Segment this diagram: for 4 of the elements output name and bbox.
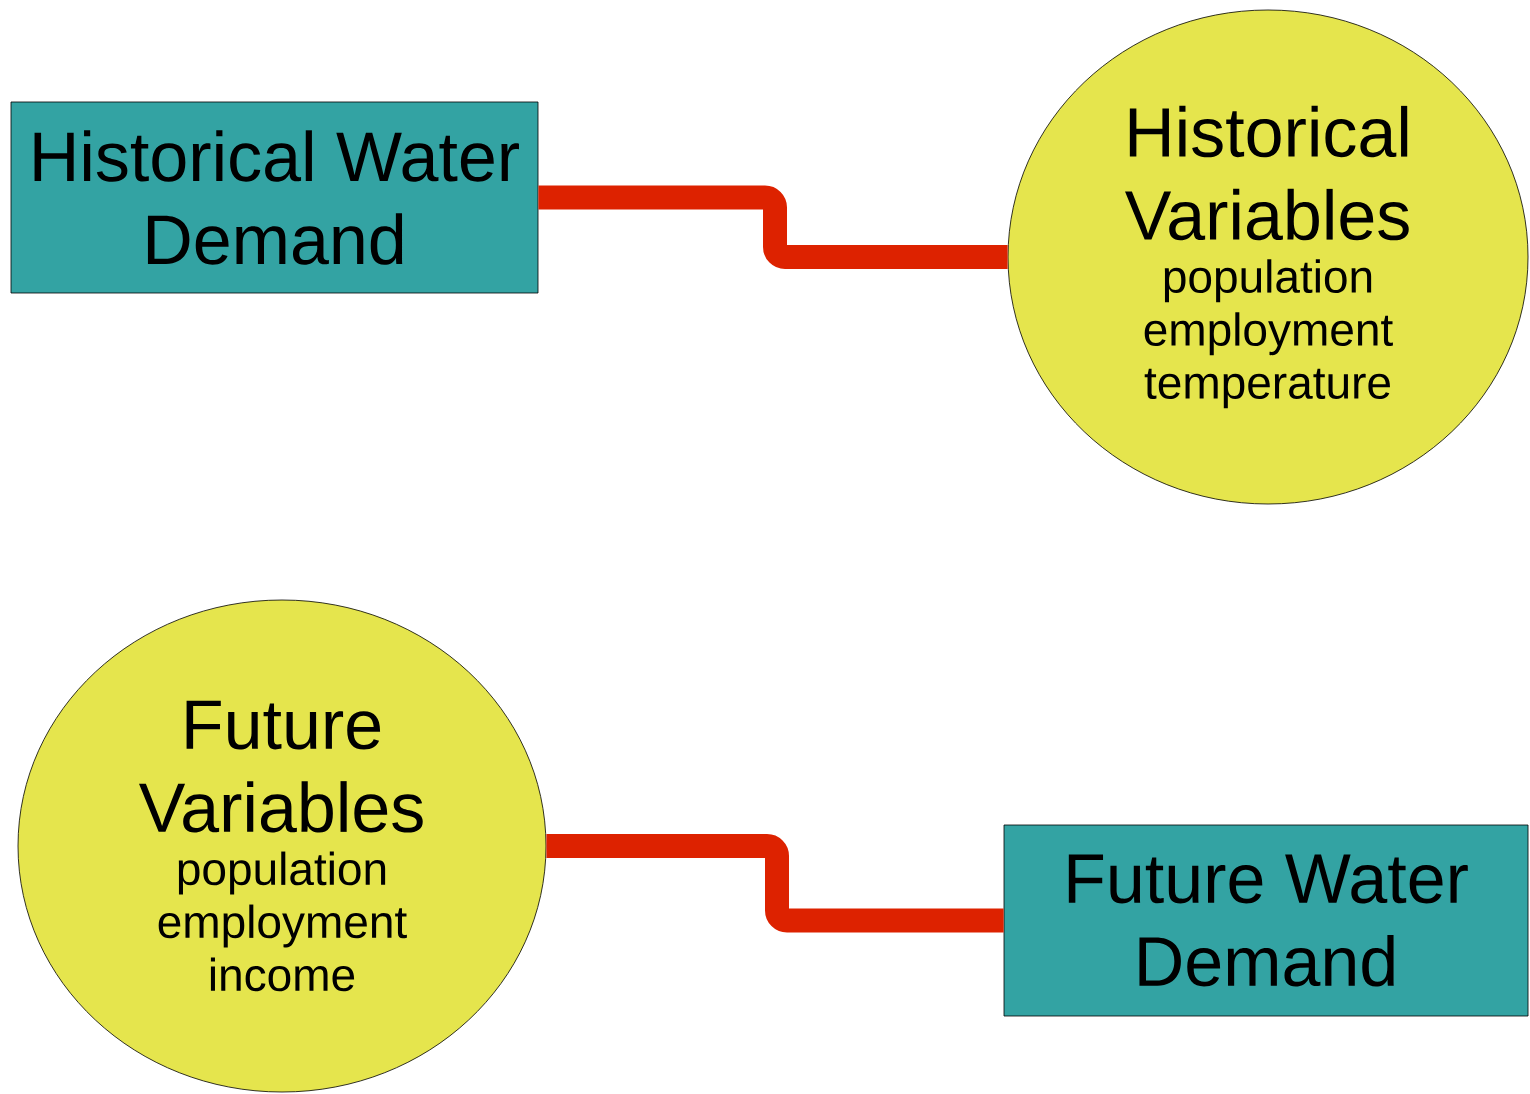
connector-line xyxy=(546,834,1004,933)
process-box: Historical Water Demand xyxy=(10,101,539,294)
connector-line xyxy=(538,185,1008,269)
process-box: Future Water Demand xyxy=(1003,824,1529,1017)
